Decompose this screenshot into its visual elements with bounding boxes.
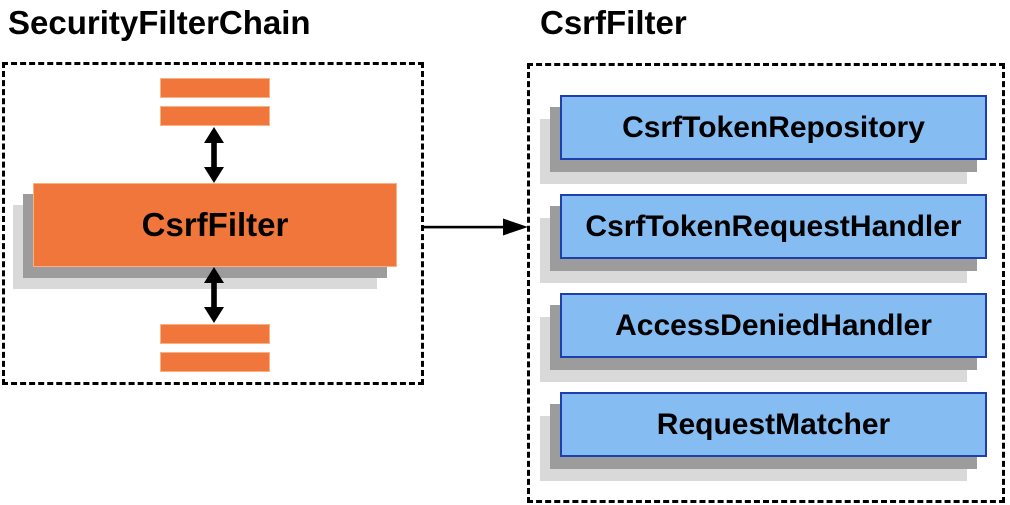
component-box-csrf-token-request-handler: CsrfTokenRequestHandler [560,194,987,259]
filter-placeholder-bar [160,324,270,344]
filter-placeholder-bar [160,78,270,98]
csrf-filter-node: CsrfFilter [33,183,397,267]
component-label: AccessDeniedHandler [615,308,932,342]
csrf-filter-node-label: CsrfFilter [141,206,289,243]
filter-placeholder-bar [160,352,270,372]
csrf-filter-title: CsrfFilter [540,4,687,41]
component-box-request-matcher: RequestMatcher [560,392,987,457]
up-down-arrow-icon [204,127,224,183]
component-box-access-denied-handler: AccessDeniedHandler [560,293,987,358]
flow-arrow-icon [423,218,528,236]
filter-placeholder-bar [160,106,270,126]
component-label: RequestMatcher [656,407,891,441]
up-down-arrow-icon [204,267,224,323]
component-label: CsrfTokenRequestHandler [585,209,962,243]
component-label: CsrfTokenRepository [622,110,925,144]
csrf-filter-container [527,63,1005,503]
security-filter-chain-title: SecurityFilterChain [8,4,311,41]
component-box-csrf-token-repository: CsrfTokenRepository [560,95,987,160]
security-filter-chain-container [2,62,424,385]
